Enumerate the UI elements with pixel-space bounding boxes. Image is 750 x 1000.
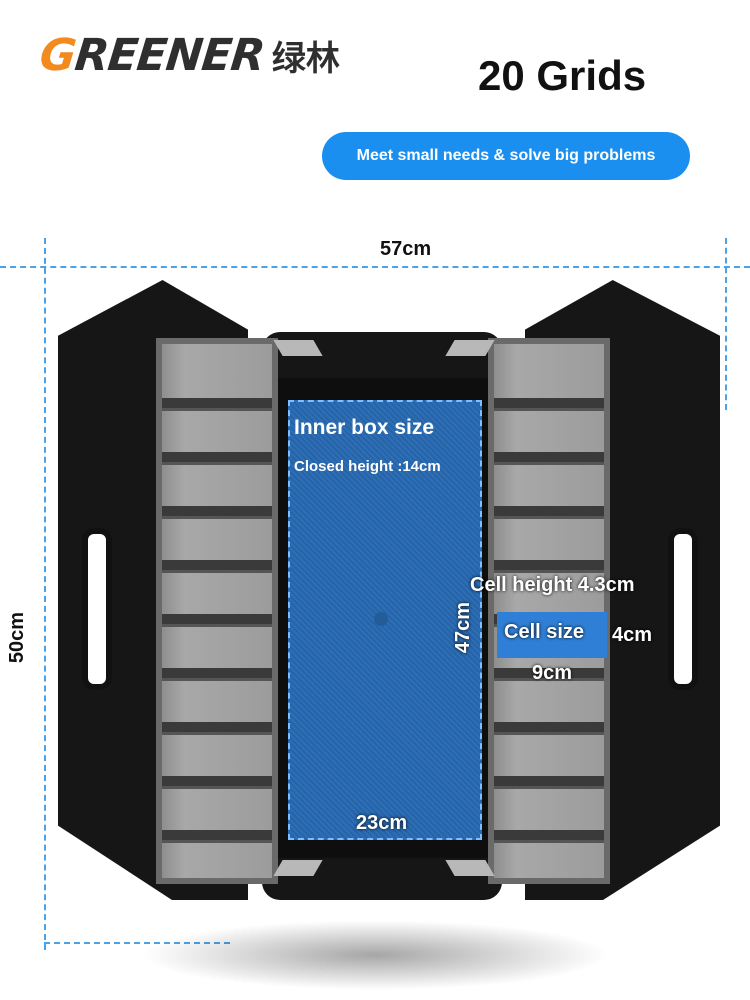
- inner-box-label: Inner box size: [294, 416, 435, 439]
- right-organizer-tray: [488, 338, 610, 884]
- left-organizer-tray: [156, 338, 278, 884]
- right-tray-divider: [494, 560, 604, 573]
- right-tray-divider: [494, 398, 604, 411]
- width-dimension-label: 57cm: [380, 238, 432, 260]
- closed-height-label: Closed height :14cm: [294, 458, 441, 475]
- left-tray-divider: [162, 560, 272, 573]
- cell-depth-label: 4cm: [612, 624, 653, 646]
- left-tray-divider: [162, 722, 272, 735]
- cell-width-label: 9cm: [532, 662, 573, 684]
- floor-shadow: [140, 920, 610, 990]
- tagline-badge: Meet small needs & solve big problems: [322, 132, 690, 180]
- height-guide-bottom-tick: [44, 942, 230, 944]
- left-tray-divider: [162, 452, 272, 465]
- right-tray-divider: [494, 830, 604, 843]
- left-handle: [82, 528, 112, 690]
- right-tray-divider: [494, 776, 604, 789]
- cell-height-label: Cell height 4.3cm: [470, 574, 635, 596]
- right-tray-divider: [494, 722, 604, 735]
- left-tray-divider: [162, 398, 272, 411]
- right-tray-divider: [494, 506, 604, 519]
- page-title: 20 Grids: [478, 52, 647, 99]
- left-tray-divider: [162, 668, 272, 681]
- brand-name-chinese: 绿林: [271, 38, 340, 79]
- left-tray-divider: [162, 614, 272, 627]
- width-guide-right-tick: [725, 238, 727, 410]
- left-tray-divider: [162, 830, 272, 843]
- inner-height-label: 47cm: [452, 601, 475, 654]
- center-marker: [374, 612, 388, 626]
- left-tray-divider: [162, 776, 272, 789]
- right-tray-divider: [494, 452, 604, 465]
- inner-width-label: 23cm: [356, 812, 408, 834]
- height-guide-line: [44, 238, 46, 950]
- hinge-bottom-right: [445, 860, 495, 876]
- brand-logo: GREENER 绿林: [37, 30, 400, 81]
- cell-size-label: Cell size: [504, 621, 585, 643]
- left-tray-divider: [162, 506, 272, 519]
- hinge-top-left: [273, 340, 323, 356]
- right-tray-divider: [494, 668, 604, 681]
- right-handle: [668, 528, 698, 690]
- cell-size-highlight: [497, 612, 607, 658]
- width-guide-line: [0, 266, 750, 268]
